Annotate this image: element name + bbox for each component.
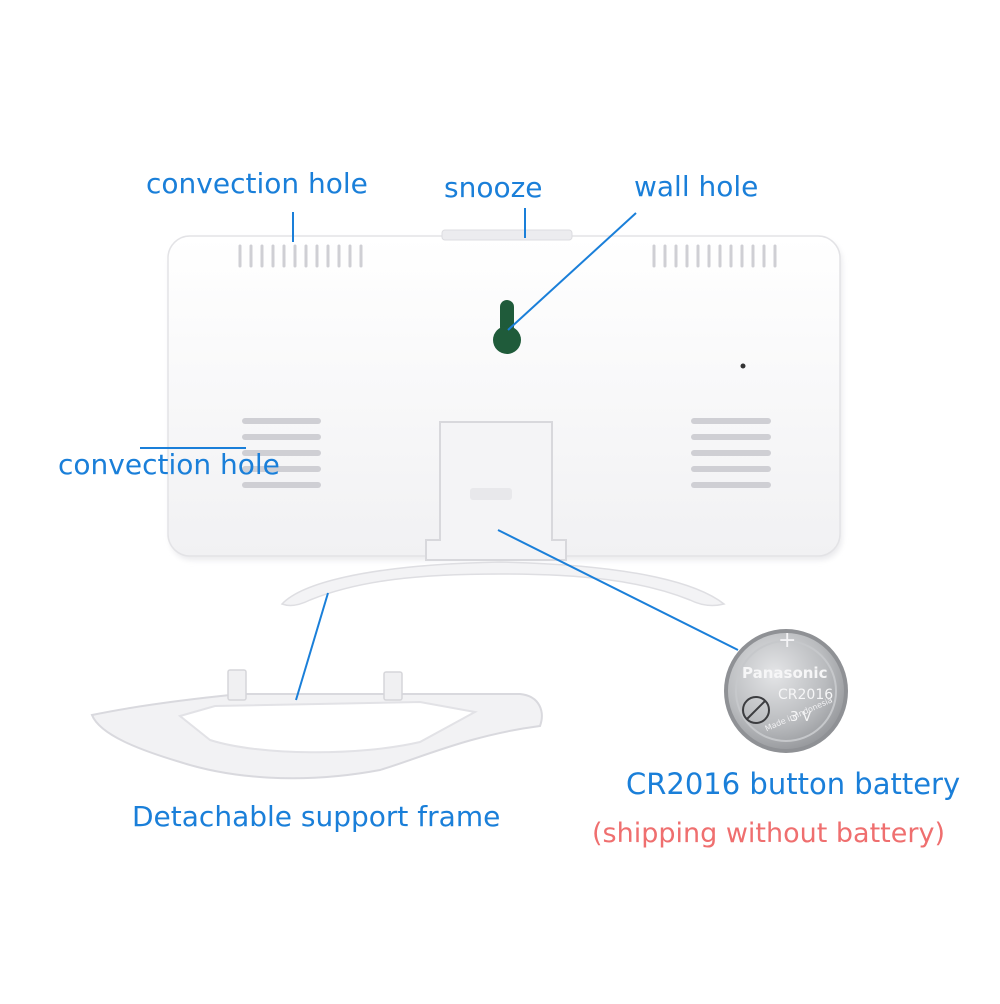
label-battery-note: (shipping without battery) <box>592 818 945 849</box>
top-right-vent <box>652 244 777 268</box>
wall-hole <box>493 300 521 354</box>
leader-battery <box>497 529 739 651</box>
battery-voltage: 3 V <box>790 710 812 725</box>
safety-icon <box>742 696 770 724</box>
battery-model: CR2016 <box>778 687 834 703</box>
label-convection-hole-top: convection hole <box>146 167 368 200</box>
battery-door <box>425 421 567 561</box>
top-left-vent <box>238 244 363 268</box>
coin-battery <box>724 629 848 753</box>
leader-wall-hole <box>507 212 637 331</box>
label-wall-hole: wall hole <box>634 170 759 203</box>
label-battery-title: CR2016 button battery <box>626 767 961 801</box>
right-grille <box>691 418 771 488</box>
support-frame <box>90 669 543 780</box>
label-convection-hole-side: convection hole <box>58 448 280 481</box>
label-support-frame: Detachable support frame <box>132 800 501 833</box>
leader-lines <box>140 208 739 701</box>
leader-support-frame <box>295 592 329 701</box>
battery-brand: Panasonic <box>742 664 828 682</box>
sensor-dot <box>740 363 746 369</box>
left-grille <box>242 418 321 488</box>
clock-body <box>167 235 842 560</box>
attached-stand <box>280 561 726 607</box>
battery-plus-mark: + <box>778 628 797 653</box>
label-snooze: snooze <box>444 171 543 204</box>
snooze-bar <box>441 229 573 241</box>
